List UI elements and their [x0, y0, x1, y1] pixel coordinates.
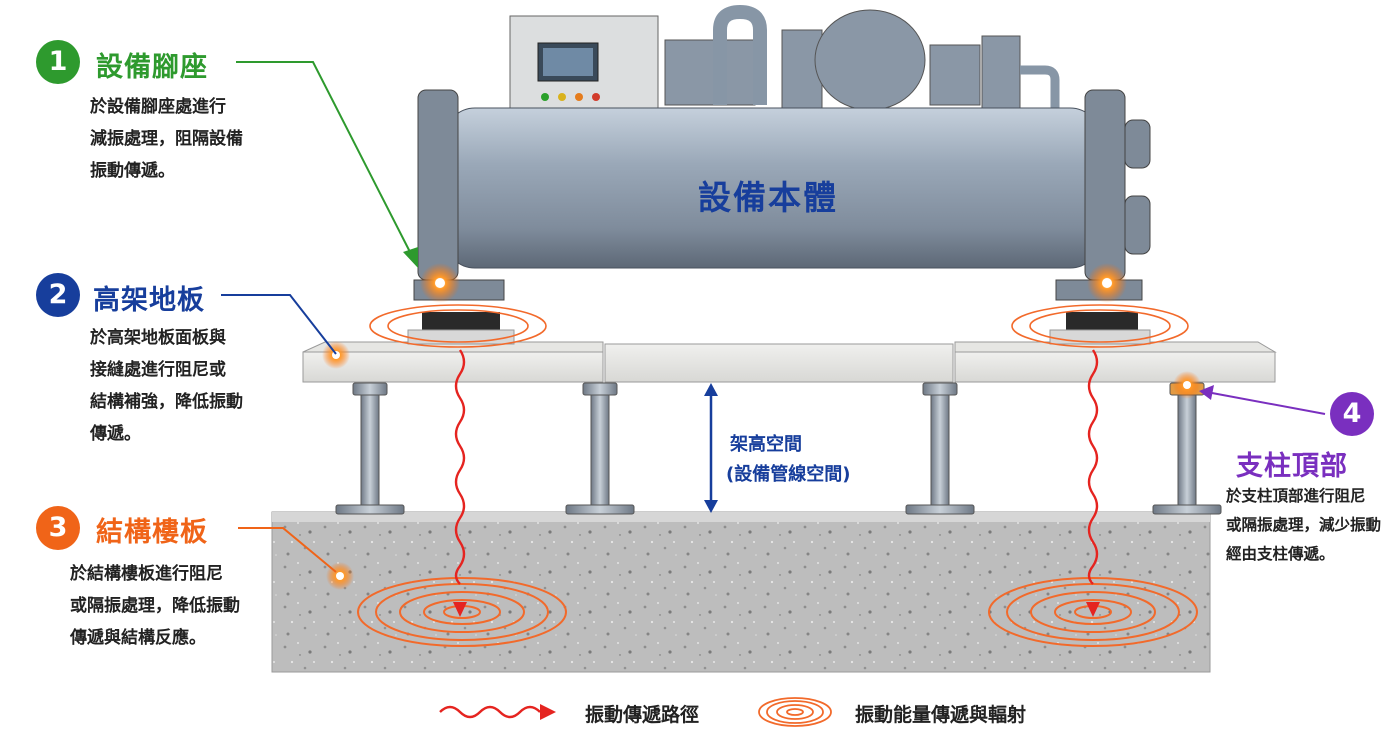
legend-path-wave	[439, 705, 541, 719]
callout-title-pedestal-top: 支柱頂部	[1236, 451, 1348, 482]
raised-space-label-line1: 架高空間	[730, 434, 802, 455]
legend-ripple-icon	[758, 697, 832, 727]
callout-number-2: 2	[36, 273, 80, 317]
equipment	[407, 4, 1151, 345]
leader-line-2	[221, 294, 337, 355]
callout-number-1: 1	[36, 40, 80, 84]
vibration-arrowhead-left	[453, 602, 467, 617]
leader-line-3	[238, 527, 337, 573]
slab-ripple-left	[357, 577, 567, 647]
pedestals	[335, 382, 1222, 515]
callout-desc-equipment-foot: 於設備腳座處進行 減振處理，阻隔設備 振動傳遞。	[90, 97, 243, 181]
pedestal-4	[1152, 382, 1222, 515]
legend-path-label: 振動傳遞路徑	[585, 704, 700, 726]
vibration-arrowhead-right	[1086, 602, 1100, 617]
callout-number-4: 4	[1330, 392, 1374, 436]
vibration-path-left	[454, 349, 466, 585]
leader-line-1	[236, 61, 418, 268]
slab-ripple-right	[988, 577, 1198, 647]
callout-desc-pedestal-top: 於支柱頂部進行阻尼 或隔振處理，減少振動 經由支柱傳遞。	[1226, 487, 1382, 563]
callout-title-equipment-foot: 設備腳座	[96, 52, 208, 83]
pedestal-3	[905, 382, 975, 515]
structural-slab	[271, 511, 1211, 673]
legend-energy-label: 振動能量傳遞與輻射	[855, 704, 1027, 726]
vibration-path-right	[1087, 349, 1099, 585]
pedestal-1	[335, 382, 405, 515]
callout-number-3: 3	[36, 506, 80, 550]
pedestal-2	[565, 382, 635, 515]
legend-path-arrow	[540, 704, 556, 720]
equipment-body-label: 設備本體	[698, 178, 838, 217]
callout-title-structural-slab: 結構樓板	[96, 517, 208, 548]
structural-slab-top	[272, 512, 1210, 522]
raised-space-arrow	[704, 383, 718, 513]
callout-desc-structural-slab: 於結構樓板進行阻尼 或隔振處理，降低振動 傳遞與結構反應。	[70, 564, 240, 648]
raised-floor	[302, 341, 1277, 383]
raised-space-label-line2: (設備管線空間)	[726, 464, 851, 485]
foot-ripples	[369, 304, 1189, 348]
leader-line-4	[1199, 385, 1326, 415]
callout-desc-raised-floor: 於高架地板面板與 接縫處進行阻尼或 結構補強，降低振動 傳遞。	[90, 328, 243, 444]
callout-title-raised-floor: 高架地板	[93, 285, 205, 316]
